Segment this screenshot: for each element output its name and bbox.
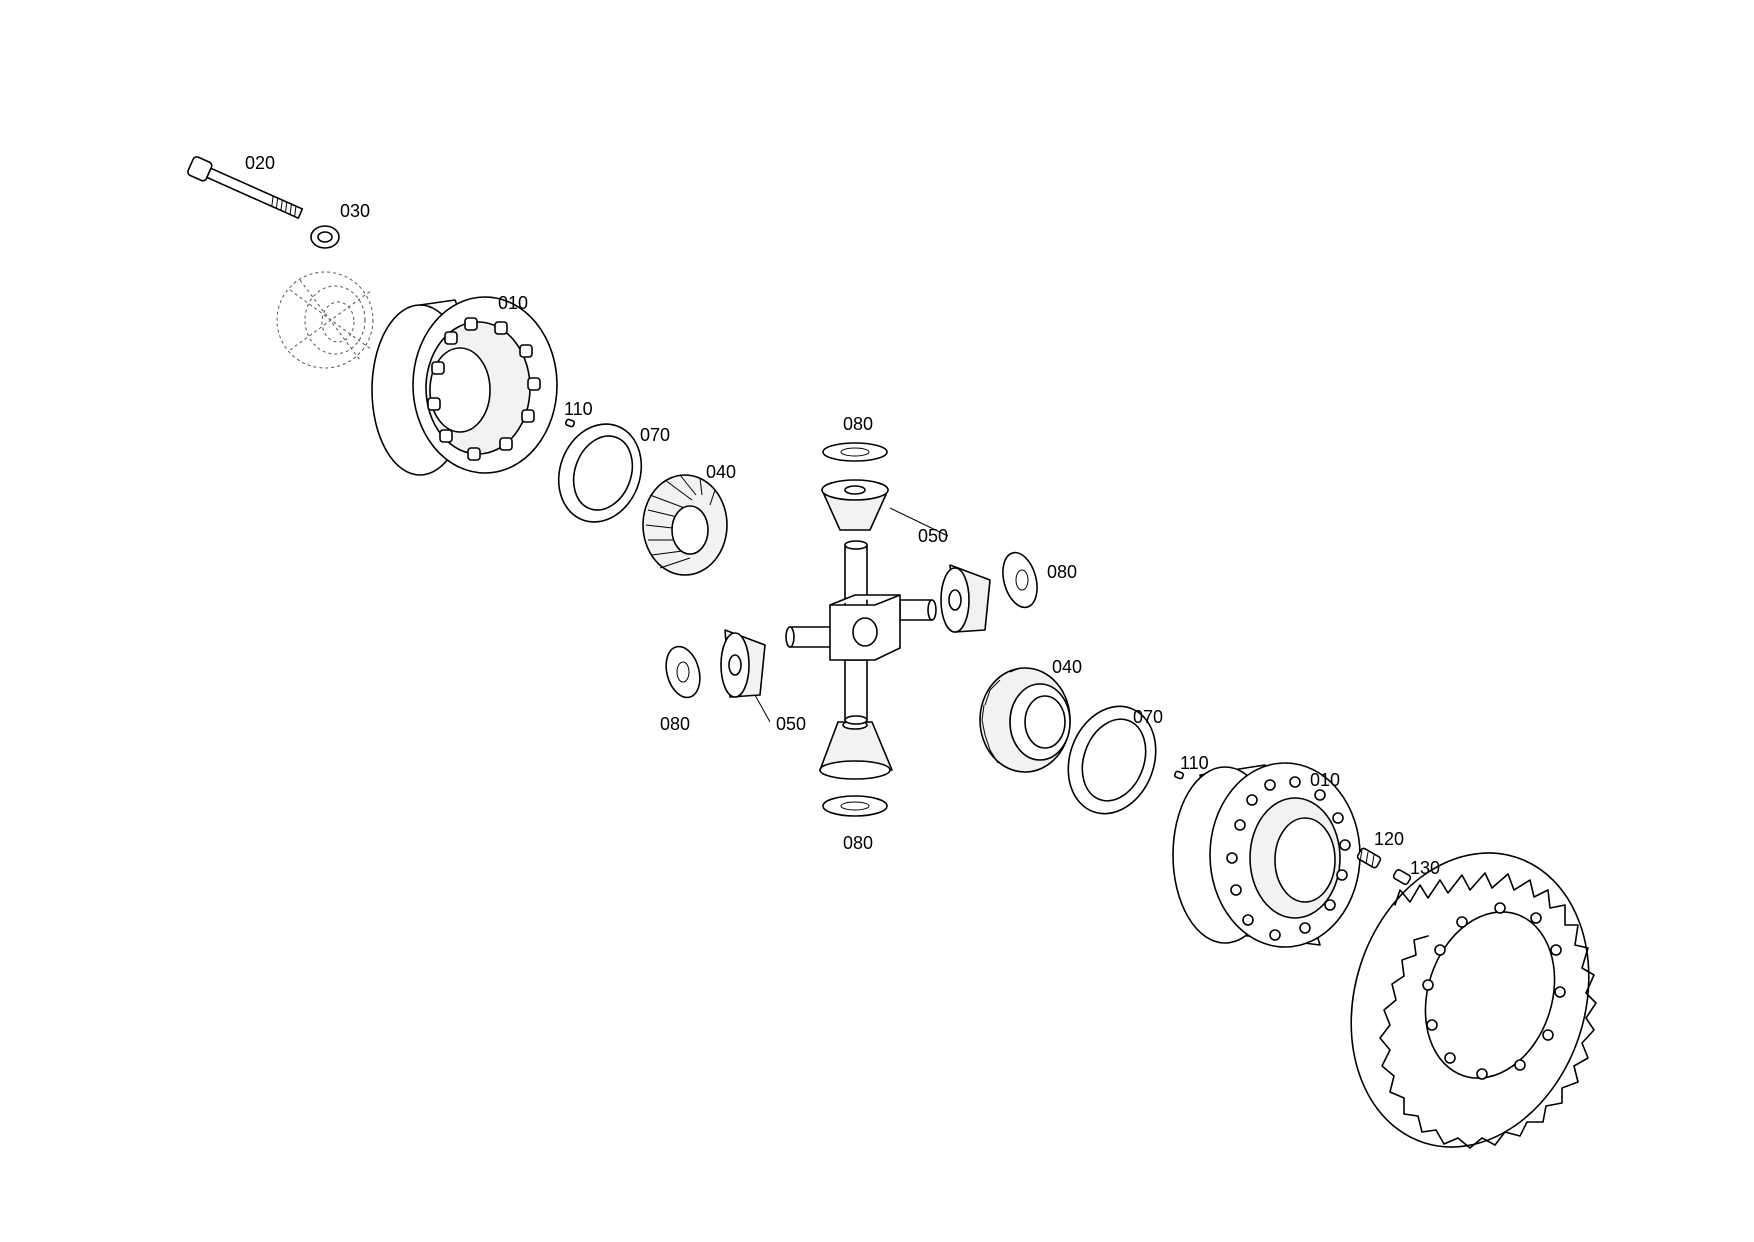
callout-130[interactable]: 130 [1410,858,1440,878]
callout-010-lower[interactable]: 010 [1310,770,1340,790]
callout-080-right[interactable]: 080 [1047,562,1077,582]
callout-080-bottom[interactable]: 080 [843,833,873,853]
part-030-washer[interactable] [310,225,340,249]
part-110-pin-lower[interactable] [1173,770,1185,780]
spider-cross-shaft[interactable] [785,540,937,725]
leader-lines [754,507,949,723]
part-130-set-screw[interactable] [1392,868,1412,886]
callout-120[interactable]: 120 [1374,829,1404,849]
part-010-case-lower[interactable] [1172,762,1361,948]
callout-080-left[interactable]: 080 [660,714,690,734]
callout-050-right[interactable]: 050 [918,526,948,546]
callout-labels: 020 030 010 110 070 040 080 050 080 080 … [245,153,1440,878]
part-040-side-gear-upper[interactable] [642,474,728,576]
callout-110-upper[interactable]: 110 [564,399,593,419]
part-070-thrust-washer-lower[interactable] [1054,694,1171,826]
part-050-pinion-left[interactable] [720,629,766,698]
part-110-pin-upper[interactable] [564,418,576,428]
part-010-case-upper[interactable] [371,296,558,476]
callout-030[interactable]: 030 [340,201,370,221]
part-070-thrust-washer-upper[interactable] [545,412,654,533]
part-050-pinion-right[interactable] [940,564,991,633]
part-050-pinion-bottom[interactable] [819,720,893,780]
part-020-bolt[interactable] [187,156,305,223]
part-080-washer-right[interactable] [997,549,1042,611]
callout-020[interactable]: 020 [245,153,275,173]
callout-050-left[interactable]: 050 [776,714,806,734]
callout-010-upper[interactable]: 010 [498,293,528,313]
part-080-washer-left[interactable] [661,643,705,702]
callout-040-lower[interactable]: 040 [1052,657,1082,677]
callout-040-upper[interactable]: 040 [706,462,736,482]
part-080-washer-bottom[interactable] [822,795,888,817]
part-080-washer-top[interactable] [822,442,888,462]
part-040-side-gear-lower[interactable] [979,667,1071,773]
callout-070-lower[interactable]: 070 [1133,707,1163,727]
callout-110-lower[interactable]: 110 [1180,753,1209,773]
part-120-threaded-insert[interactable] [1356,847,1382,869]
callout-070-upper[interactable]: 070 [640,425,670,445]
ring-gear[interactable] [1314,822,1625,1178]
phantom-assembly-sketch [276,271,374,369]
part-050-pinion-top[interactable] [821,479,889,531]
callout-080-top[interactable]: 080 [843,414,873,434]
